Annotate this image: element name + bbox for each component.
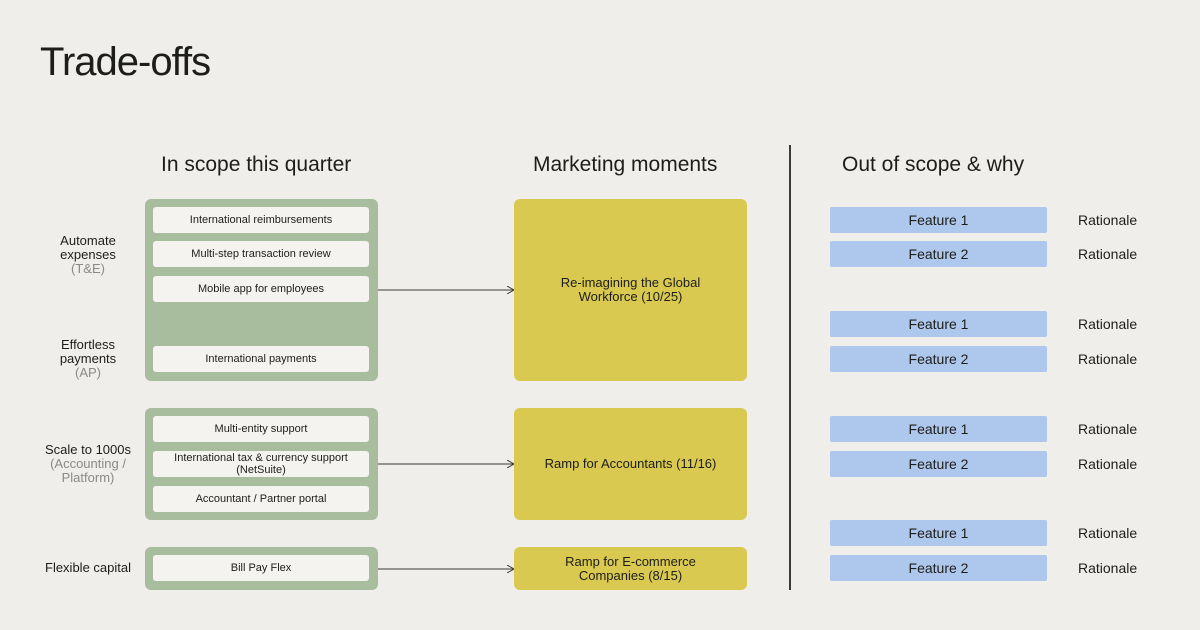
group-label-flexible-capital: Flexible capital	[38, 561, 138, 575]
in-scope-item: International reimbursements	[153, 207, 369, 233]
in-scope-item: Accountant / Partner portal	[153, 486, 369, 512]
out-of-scope-header: Out of scope & why	[842, 153, 1025, 176]
out-of-scope-rationale: Rationale	[1078, 525, 1138, 541]
out-of-scope-rationale: Rationale	[1078, 421, 1138, 437]
in-scope-item: Multi-step transaction review	[153, 241, 369, 267]
out-of-scope-feature: Feature 2	[830, 451, 1047, 477]
out-of-scope-feature: Feature 2	[830, 555, 1047, 581]
in-scope-group-scale: Multi-entity support International tax &…	[145, 408, 378, 520]
out-of-scope-feature: Feature 2	[830, 241, 1047, 267]
out-of-scope-feature: Feature 1	[830, 416, 1047, 442]
group-title: Automate expenses	[60, 233, 116, 262]
in-scope-group-expenses-payments: International reimbursements Multi-step …	[145, 199, 378, 381]
out-of-scope-rationale: Rationale	[1078, 212, 1138, 228]
in-scope-item: Mobile app for employees	[153, 276, 369, 302]
out-of-scope-feature: Feature 2	[830, 346, 1047, 372]
in-scope-item: Bill Pay Flex	[153, 555, 369, 581]
marketing-moment: Ramp for E-commerce Companies (8/15)	[514, 547, 747, 590]
group-subtitle: (T&E)	[71, 261, 105, 276]
column-divider	[789, 145, 791, 590]
group-subtitle: (AP)	[75, 365, 101, 380]
group-subtitle: (Accounting / Platform)	[50, 456, 126, 485]
marketing-moments-header: Marketing moments	[533, 153, 718, 176]
group-label-effortless-payments: Effortless payments (AP)	[38, 338, 138, 380]
group-title: Scale to 1000s	[44, 442, 131, 457]
out-of-scope-rationale: Rationale	[1078, 351, 1138, 367]
out-of-scope-rationale: Rationale	[1078, 560, 1138, 576]
in-scope-group-capital: Bill Pay Flex	[145, 547, 378, 590]
out-of-scope-rationale: Rationale	[1078, 456, 1138, 472]
out-of-scope-feature: Feature 1	[830, 311, 1047, 337]
page-title: Trade-offs	[40, 40, 211, 84]
out-of-scope-feature: Feature 1	[830, 207, 1047, 233]
marketing-moment: Ramp for Accountants (11/16)	[514, 408, 747, 520]
in-scope-item: International payments	[153, 346, 369, 372]
out-of-scope-rationale: Rationale	[1078, 246, 1138, 262]
in-scope-item: Multi-entity support	[153, 416, 369, 442]
in-scope-item: International tax & currency support (Ne…	[153, 451, 369, 477]
group-title: Flexible capital	[45, 560, 131, 575]
group-label-scale-to-1000s: Scale to 1000s (Accounting / Platform)	[38, 443, 138, 485]
out-of-scope-rationale: Rationale	[1078, 316, 1138, 332]
out-of-scope-feature: Feature 1	[830, 520, 1047, 546]
group-label-automate-expenses: Automate expenses (T&E)	[38, 234, 138, 276]
group-title: Effortless payments	[59, 337, 117, 366]
in-scope-header: In scope this quarter	[161, 153, 352, 176]
marketing-moment: Re-imagining the Global Workforce (10/25…	[514, 199, 747, 381]
